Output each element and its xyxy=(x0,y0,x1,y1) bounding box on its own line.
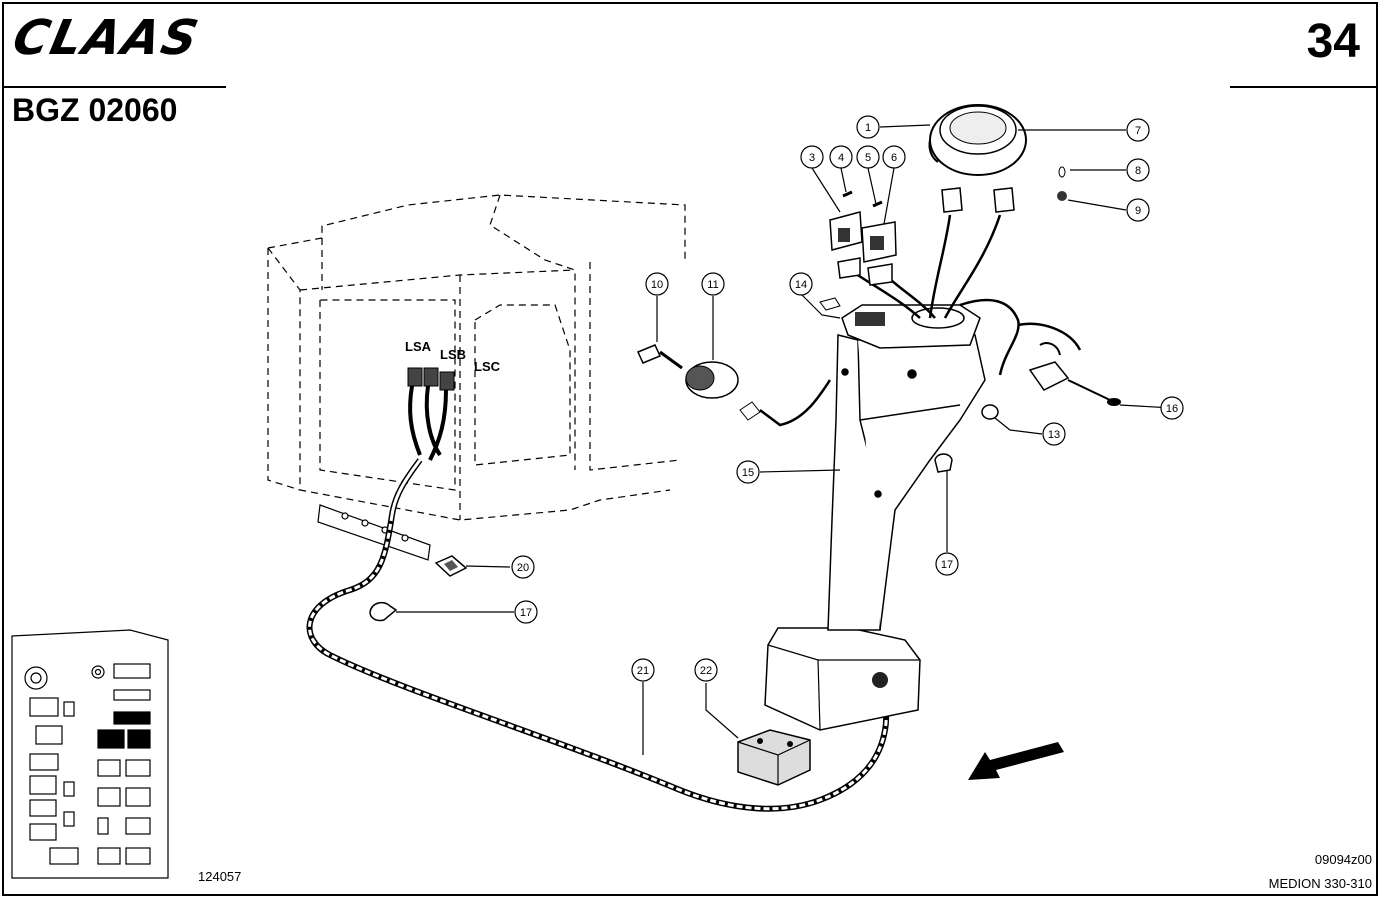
model-designation: MEDION 330-310 xyxy=(1268,876,1372,891)
callout-3 xyxy=(800,145,824,169)
callout-8 xyxy=(1126,158,1150,182)
cab-outline xyxy=(267,194,686,521)
callout-21 xyxy=(631,658,655,682)
callout-7-number: 7 xyxy=(1135,125,1141,137)
callout-7 xyxy=(1126,118,1150,142)
connector-label-lsa: LSA xyxy=(405,339,432,354)
document-id: BGZ 02060 xyxy=(12,92,178,128)
callout-17-upper xyxy=(935,552,959,576)
steering-column-base xyxy=(764,627,921,731)
callout-15-number: 15 xyxy=(742,467,754,479)
callout-14 xyxy=(789,272,813,296)
part-22-connector-block xyxy=(737,729,811,786)
connector-label-lsb: LSB xyxy=(440,347,466,362)
dashboard-locator-inset xyxy=(11,629,169,879)
callout-20 xyxy=(511,555,535,579)
part-11-ignition-switch xyxy=(685,361,761,421)
callout-11 xyxy=(701,272,725,296)
direction-arrow xyxy=(968,742,1064,780)
part-13-cap xyxy=(981,404,999,420)
callout-13 xyxy=(1042,422,1066,446)
callout-17-lower xyxy=(514,600,538,624)
part-7-gauge xyxy=(928,104,1027,176)
callout-circles xyxy=(511,115,1184,682)
callout-numbers: 1 3 4 5 6 7 8 9 10 11 13 14 15 16 17 17 … xyxy=(517,122,1178,677)
header-rule-right xyxy=(1230,86,1378,88)
terminal-strip xyxy=(317,504,431,561)
callout-14-number: 14 xyxy=(795,279,807,291)
lsa-lsb-lsc-connectors xyxy=(389,367,455,516)
callout-13-number: 13 xyxy=(1048,429,1060,441)
callout-3-number: 3 xyxy=(809,152,815,164)
callout-11-number: 11 xyxy=(707,279,718,291)
callout-4-number: 4 xyxy=(838,152,844,164)
header-rule-left xyxy=(4,86,226,88)
callout-17-upper-number: 17 xyxy=(941,559,953,571)
callout-9-number: 9 xyxy=(1135,205,1141,217)
callout-15 xyxy=(736,460,760,484)
callout-5-number: 5 xyxy=(865,152,871,164)
rocker-switches xyxy=(829,190,897,286)
part-10-key xyxy=(636,344,683,370)
callout-20-number: 20 xyxy=(517,562,529,574)
callout-leaders xyxy=(396,124,1173,755)
callout-16-number: 16 xyxy=(1166,403,1178,415)
connector-label-lsc: LSC xyxy=(474,359,501,374)
callout-10-number: 10 xyxy=(651,279,663,291)
callout-1 xyxy=(856,115,880,139)
callout-4 xyxy=(829,145,853,169)
part-9-lamp xyxy=(1057,191,1067,201)
page-number: 34 xyxy=(1306,15,1360,68)
callout-21-number: 21 xyxy=(637,665,649,677)
part-16-indicator-switch xyxy=(1028,342,1121,406)
callout-8-number: 8 xyxy=(1135,165,1141,177)
callout-6-number: 6 xyxy=(891,152,897,164)
steering-column xyxy=(827,334,986,631)
part-20-clip xyxy=(434,555,468,577)
callout-16 xyxy=(1160,396,1184,420)
callout-5 xyxy=(856,145,880,169)
callout-1-number: 1 xyxy=(865,122,871,134)
part-17-clip-upper xyxy=(934,453,953,473)
callout-9 xyxy=(1126,198,1150,222)
callout-22-number: 22 xyxy=(700,665,712,677)
part-8-bulb xyxy=(1058,166,1066,178)
image-reference-code: 09094z00 xyxy=(1314,852,1372,867)
callout-17-lower-number: 17 xyxy=(520,607,532,619)
callout-6 xyxy=(882,145,906,169)
bulb-holders xyxy=(941,187,1015,213)
callout-22 xyxy=(694,658,718,682)
callout-10 xyxy=(645,272,669,296)
drawing-reference-number: 124057 xyxy=(198,869,242,884)
part-17-clip-lower xyxy=(369,601,398,622)
